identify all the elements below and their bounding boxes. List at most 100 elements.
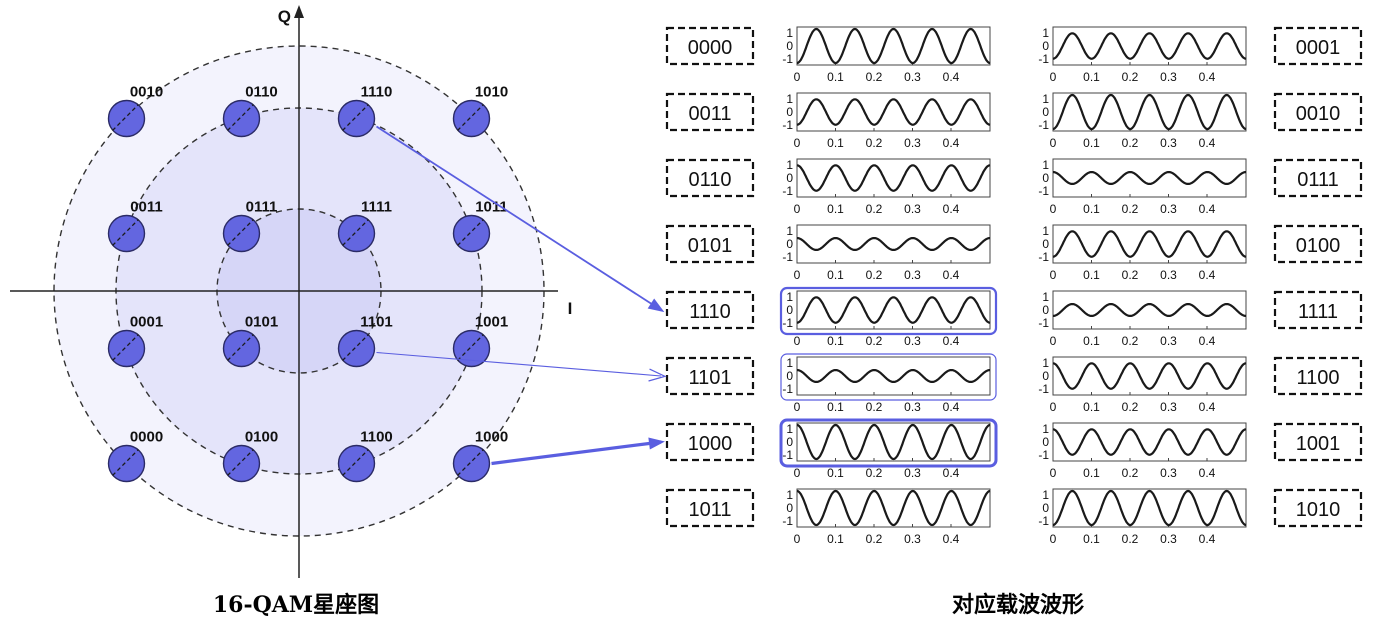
bit-label-box — [1273, 158, 1363, 198]
ring-crossing — [112, 334, 139, 361]
bit-label: 0001 — [1296, 37, 1341, 59]
bit-label: 0011 — [688, 103, 731, 125]
x-tick-label: 0.2 — [1122, 202, 1139, 216]
y-tick-label: -1 — [1038, 250, 1049, 264]
y-tick-label: 1 — [1042, 356, 1049, 370]
bit-label-box — [665, 224, 755, 264]
x-tick-label: 0.3 — [904, 334, 921, 348]
bit-label: 1001 — [1296, 433, 1341, 455]
constellation-point: 1110 — [337, 84, 392, 138]
x-tick-label: 0.4 — [1199, 466, 1216, 480]
y-tick-label: 0 — [1042, 501, 1049, 515]
x-tick-label: 0.2 — [866, 136, 883, 150]
x-tick-label: 0.4 — [1199, 136, 1216, 150]
symbol-marker — [107, 214, 146, 253]
bit-label: 1100 — [1296, 367, 1339, 389]
bit-label-box — [665, 488, 755, 528]
x-tick-label: 0.2 — [1122, 466, 1139, 480]
constellation-point: 0011 — [107, 199, 163, 253]
bit-label-box — [665, 92, 755, 132]
x-tick-label: 0.4 — [1199, 532, 1216, 546]
x-tick-label: 0.3 — [1160, 202, 1177, 216]
carrier-wave — [796, 489, 991, 527]
y-tick-label: 1 — [1042, 488, 1049, 502]
x-tick-label: 0.2 — [866, 70, 883, 84]
ring-crossing — [112, 104, 139, 131]
y-tick-label: 1 — [1042, 26, 1049, 40]
x-tick-label: 0.2 — [866, 202, 883, 216]
x-tick-label: 0.1 — [1083, 70, 1100, 84]
y-tick-label: 0 — [1042, 105, 1049, 119]
x-tick-label: 0 — [794, 334, 801, 348]
y-tick-label: 1 — [786, 290, 793, 304]
y-tick-label: 0 — [1042, 369, 1049, 383]
mapping-arrow — [376, 125, 662, 311]
y-tick-label: 1 — [1042, 224, 1049, 238]
constellation-point: 0111 — [222, 199, 278, 253]
y-tick-label: 1 — [1042, 158, 1049, 172]
bit-label-box — [1273, 488, 1363, 528]
bit-label-box — [1273, 224, 1363, 264]
ring-crossing — [227, 219, 254, 246]
carrier-wave — [796, 423, 991, 461]
x-tick-label: 0.4 — [1199, 334, 1216, 348]
x-tick-label: 0.1 — [827, 532, 844, 546]
y-tick-label: 1 — [1042, 92, 1049, 106]
bit-label: 1110 — [689, 301, 731, 323]
highlight-frame — [779, 418, 998, 468]
x-tick-label: 0.1 — [827, 70, 844, 84]
bit-label-box — [665, 290, 755, 330]
x-tick-label: 0 — [794, 268, 801, 282]
x-tick-label: 0.2 — [866, 532, 883, 546]
x-tick-label: 0 — [794, 70, 801, 84]
plot-frame — [796, 488, 991, 528]
x-tick-label: 0.3 — [904, 136, 921, 150]
i-axis-label: I — [568, 299, 573, 318]
constellation-point: 1001 — [452, 314, 508, 368]
x-tick-label: 0.4 — [1199, 400, 1216, 414]
point-label: 0001 — [130, 314, 163, 331]
y-tick-label: -1 — [782, 316, 793, 330]
waveforms-caption: 对应载波波形 — [952, 592, 1084, 618]
symbol-marker — [222, 329, 261, 368]
x-tick-label: 0.3 — [904, 202, 921, 216]
bit-label: 1000 — [688, 433, 733, 455]
constellation-point: 0110 — [222, 84, 278, 138]
point-label: 0011 — [130, 199, 163, 216]
carrier-wave — [1052, 362, 1247, 390]
x-tick-label: 0.1 — [827, 136, 844, 150]
point-label: 0101 — [245, 314, 278, 331]
x-tick-label: 0.2 — [1122, 400, 1139, 414]
q-axis-arrowhead — [294, 5, 304, 18]
x-tick-label: 0 — [1050, 466, 1057, 480]
bit-label-box — [665, 26, 755, 66]
x-tick-label: 0.2 — [1122, 334, 1139, 348]
plot-frame — [796, 422, 991, 462]
bit-label-box — [665, 422, 755, 462]
x-tick-label: 0.1 — [1083, 400, 1100, 414]
constellation-point: 1010 — [452, 84, 508, 138]
x-tick-label: 0.3 — [1160, 268, 1177, 282]
highlight-frame — [780, 353, 997, 401]
plot-frame — [1052, 290, 1247, 330]
y-tick-label: 0 — [1042, 171, 1049, 185]
point-label: 0110 — [245, 84, 278, 101]
x-tick-label: 0.3 — [1160, 136, 1177, 150]
y-tick-label: 0 — [1042, 435, 1049, 449]
point-label: 0111 — [246, 199, 278, 216]
x-tick-label: 0.3 — [1160, 400, 1177, 414]
mapping-arrow — [376, 351, 662, 377]
y-tick-label: -1 — [782, 52, 793, 66]
point-label: 1100 — [360, 429, 393, 446]
symbol-marker — [452, 329, 491, 368]
x-tick-label: 0.2 — [1122, 268, 1139, 282]
x-tick-label: 0.4 — [1199, 202, 1216, 216]
bit-label: 1101 — [688, 367, 731, 389]
x-tick-label: 0.4 — [1199, 70, 1216, 84]
